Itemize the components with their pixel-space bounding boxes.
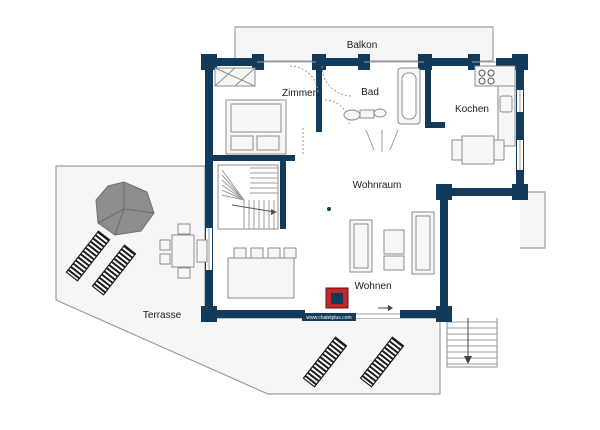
sun-lounger xyxy=(302,336,348,388)
bad-furniture xyxy=(343,67,421,152)
label-wohnraum: Wohnraum xyxy=(353,180,402,191)
stair-step xyxy=(221,179,245,201)
stair-step xyxy=(221,174,245,201)
room-labels: Balkon Zimmer Bad Kochen Wohnraum Wohnen… xyxy=(143,40,489,321)
interior-stairs xyxy=(217,164,279,230)
armchair xyxy=(383,229,405,255)
watermark-text: www.chaletplus.com xyxy=(306,315,351,321)
sink xyxy=(343,109,361,121)
dining-table xyxy=(227,257,295,299)
wohnraum-furniture xyxy=(327,207,435,275)
stair-step xyxy=(221,169,245,201)
sun-lounger xyxy=(359,336,405,388)
terrace-furniture xyxy=(65,181,405,388)
sun-lounger xyxy=(65,230,111,282)
watermark: www.chaletplus.com xyxy=(302,313,356,321)
stair-step xyxy=(221,184,245,201)
dining-area xyxy=(227,247,393,311)
label-wohnen: Wohnen xyxy=(354,281,391,292)
stair-step xyxy=(221,189,245,201)
terrace-table xyxy=(171,234,195,268)
label-balkon: Balkon xyxy=(347,40,378,51)
label-kochen: Kochen xyxy=(455,104,489,115)
zimmer-furniture xyxy=(214,67,287,155)
label-bad: Bad xyxy=(361,87,379,98)
stair-step xyxy=(221,194,245,201)
kitchen-table xyxy=(461,135,495,165)
label-terrasse: Terrasse xyxy=(143,310,182,321)
label-zimmer: Zimmer xyxy=(282,88,317,99)
door-swings xyxy=(289,65,353,155)
toilet xyxy=(373,108,387,118)
kochen-furniture xyxy=(451,65,516,165)
sun-lounger xyxy=(91,244,137,296)
